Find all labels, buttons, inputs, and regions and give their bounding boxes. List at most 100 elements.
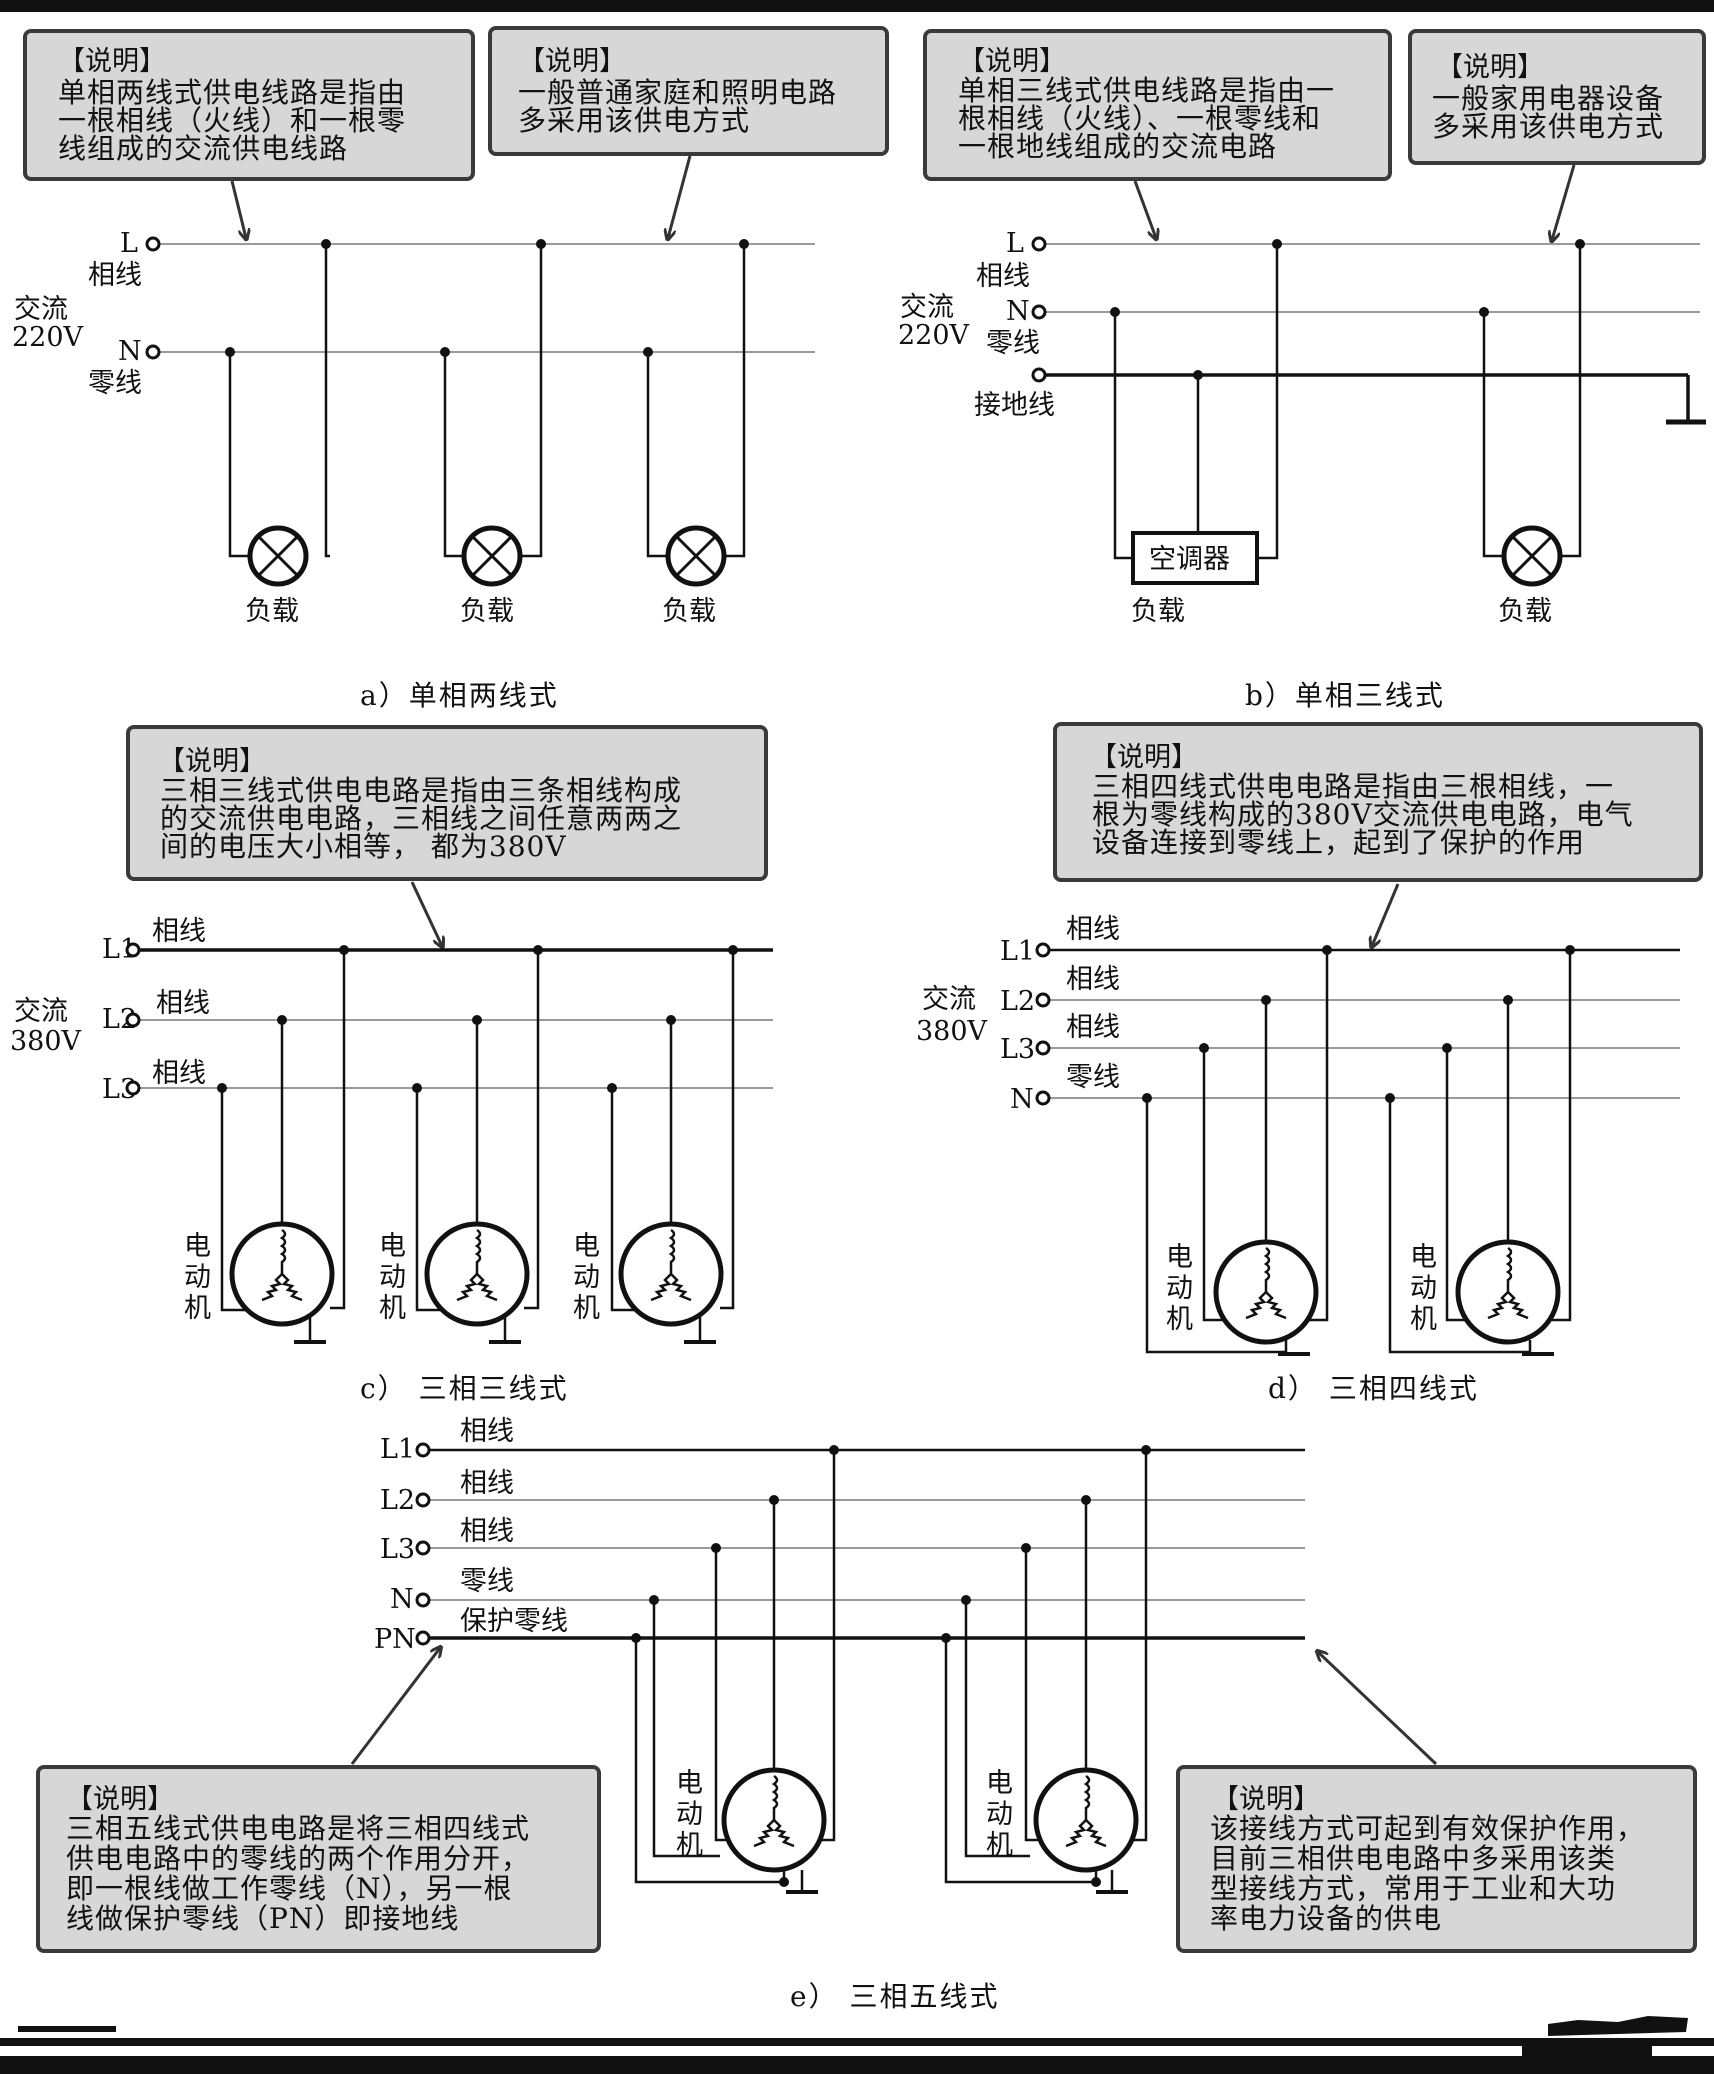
motor-label-char: 动 xyxy=(1410,1273,1437,1304)
panel-e-terminal-L2: L2 xyxy=(380,1485,415,1516)
panel-e-PN-name: 保护零线 xyxy=(460,1606,568,1637)
panel-a-terminal-N: N xyxy=(118,336,142,367)
panel-b-L-terminal-icon xyxy=(1031,236,1047,252)
panel-e-note-2-line: 率电力设备的供电 xyxy=(1210,1902,1442,1935)
panel-e-motor-2 xyxy=(941,1445,1151,1894)
panel-c-L1-terminal-icon xyxy=(125,942,141,958)
panel-a-note-1-line: 线组成的交流供电线路 xyxy=(58,132,348,165)
bottom-left-tab xyxy=(18,2026,116,2032)
panel-e-L3-terminal-icon xyxy=(415,1540,431,1556)
panel-b-arrow-2 xyxy=(1552,164,1576,240)
panel-e-L2-terminal-icon xyxy=(415,1492,431,1508)
panel-e-note-2-title: 【说明】 xyxy=(1212,1784,1320,1815)
panel-c-motor-labels: 电 动 机 电 动 机 电 动 机 xyxy=(184,1231,600,1324)
panel-b-air-conditioner-load: 空调器 xyxy=(1110,239,1282,585)
panel-d-caption: d） 三相四线式 xyxy=(1268,1372,1479,1405)
panel-e-caption: e） 三相五线式 xyxy=(790,1980,999,2013)
panel-d-note-title: 【说明】 xyxy=(1090,742,1198,773)
motor-label-char: 机 xyxy=(184,1293,211,1324)
motor-label-char: 动 xyxy=(379,1262,406,1293)
panel-c-note-title: 【说明】 xyxy=(158,746,266,777)
panel-a-load-1 xyxy=(225,239,331,584)
panel-a-arrow-2 xyxy=(668,155,692,238)
panel-d-L2-terminal-icon xyxy=(1035,992,1051,1008)
panel-e-L1-name: 相线 xyxy=(460,1416,514,1447)
panel-e-motor-labels: 电 动 机 电 动 机 xyxy=(676,1768,1013,1861)
panel-b-note-1-line: 根相线（火线）、一根零线和 xyxy=(958,102,1321,135)
panel-c-note-line: 三相三线式供电电路是指由三条相线构成 xyxy=(160,774,682,807)
panel-e-N-name: 零线 xyxy=(460,1566,514,1597)
panel-b-ground-line-label: 接地线 xyxy=(974,390,1055,421)
lamp-icon xyxy=(1504,528,1560,584)
panel-e-terminal-L3: L3 xyxy=(380,1534,415,1565)
panel-d-supply-voltage: 380V xyxy=(916,1016,988,1047)
panel-b-note-1-line: 单相三线式供电线路是指由一 xyxy=(958,74,1335,107)
panel-b: 【说明】 单相三线式供电线路是指由一 根相线（火线）、一根零线和 一根地线组成的… xyxy=(898,29,1706,712)
panel-c-L2-name: 相线 xyxy=(156,988,210,1019)
panel-b-ground-terminal-icon xyxy=(1031,367,1047,383)
panel-d-terminal-L3: L3 xyxy=(1000,1034,1035,1065)
bottom-border xyxy=(0,2038,1714,2046)
panel-a-load-label: 负载 xyxy=(245,596,299,627)
motor-label-char: 电 xyxy=(573,1231,600,1262)
panel-b-note-2-title: 【说明】 xyxy=(1436,52,1544,83)
panel-e-motor-1 xyxy=(631,1445,839,1894)
motor-label-char: 电 xyxy=(1166,1242,1193,1273)
motor-label-char: 电 xyxy=(1410,1242,1437,1273)
panel-b-neutral-line-label: 零线 xyxy=(986,328,1040,359)
panel-e-note-1 xyxy=(36,1765,601,1953)
motor-label-char: 电 xyxy=(379,1231,406,1262)
panel-d: 【说明】 三相四线式供电电路是指由三根相线，一 根为零线构成的380V交流供电电… xyxy=(916,722,1703,1405)
panel-a-note-1-line: 一根相线（火线）和一根零 xyxy=(58,104,406,137)
panel-e-terminal-N: N xyxy=(390,1584,414,1615)
panel-b-load-label: 负载 xyxy=(1131,596,1185,627)
air-conditioner-box xyxy=(1131,531,1259,585)
panel-a-arrow-1 xyxy=(230,180,246,238)
motor-label-char: 电 xyxy=(184,1231,211,1262)
panel-b-terminal-L: L xyxy=(1006,228,1024,259)
page-corner-logo-icon xyxy=(1522,2016,1688,2074)
panel-e-note-2-line: 目前三相供电电路中多采用该类 xyxy=(1210,1842,1616,1875)
panel-d-motor-1 xyxy=(1142,945,1332,1356)
motor-label-char: 动 xyxy=(676,1799,703,1830)
panel-a-caption: a）单相两线式 xyxy=(360,679,559,712)
panel-e-note-2 xyxy=(1176,1765,1697,1953)
panel-d-note-line: 设备连接到零线上，起到了保护的作用 xyxy=(1092,826,1585,859)
panel-c-motor-3 xyxy=(607,945,738,1344)
motor-icon xyxy=(1036,1770,1136,1870)
panel-c-L3-terminal-icon xyxy=(125,1080,141,1096)
panel-e-note-2-line: 型接线方式，常用于工业和大功 xyxy=(1210,1872,1616,1905)
panel-e-note-1-line: 即一根线做工作零线（N），另一根 xyxy=(66,1872,513,1905)
motor-label-char: 动 xyxy=(573,1262,600,1293)
panel-a-neutral-line-label: 零线 xyxy=(88,368,142,399)
panel-d-L1-terminal-icon xyxy=(1035,942,1051,958)
motor-icon xyxy=(427,1224,527,1324)
panel-e-note-1-line: 供电电路中的零线的两个作用分开， xyxy=(66,1842,530,1875)
panel-d-note-line: 根为零线构成的380V交流供电电路，电气 xyxy=(1092,798,1634,831)
panel-e-L3-name: 相线 xyxy=(460,1516,514,1547)
panel-e-L2-name: 相线 xyxy=(460,1468,514,1499)
panel-a-note-1-line: 单相两线式供电线路是指由 xyxy=(58,76,406,109)
panel-a-load-label: 负载 xyxy=(460,596,514,627)
panel-b-note-2 xyxy=(1408,29,1706,165)
motor-label-char: 动 xyxy=(184,1262,211,1293)
panel-a-supply-voltage: 220V xyxy=(12,322,84,353)
lamp-icon xyxy=(668,528,724,584)
panel-b-terminal-N: N xyxy=(1006,296,1030,327)
panel-b-supply: 交流 xyxy=(900,292,954,323)
panel-d-motor-2 xyxy=(1385,945,1575,1356)
panel-e-arrow-1 xyxy=(350,1648,440,1765)
panel-a: 【说明】 单相两线式供电线路是指由 一根相线（火线）和一根零 线组成的交流供电线… xyxy=(12,26,889,712)
panel-b-note-1-title: 【说明】 xyxy=(958,46,1066,77)
motor-icon xyxy=(621,1224,721,1324)
panel-e-terminal-PN: PN xyxy=(374,1624,416,1655)
panel-b-arrow-1 xyxy=(1133,180,1156,238)
panel-c-note-line: 的交流供电电路，三相线之间任意两两之 xyxy=(160,802,682,835)
panel-c-supply: 交流 xyxy=(14,996,68,1027)
panel-b-supply-voltage: 220V xyxy=(898,320,970,351)
motor-icon xyxy=(724,1770,824,1870)
panel-a-note-1-title: 【说明】 xyxy=(58,46,166,77)
panel-b-note-2-line: 一般家用电器设备 xyxy=(1432,82,1664,115)
panel-a-load-label: 负载 xyxy=(662,596,716,627)
panel-e-note-1-line: 三相五线式供电电路是将三相四线式 xyxy=(66,1812,530,1845)
